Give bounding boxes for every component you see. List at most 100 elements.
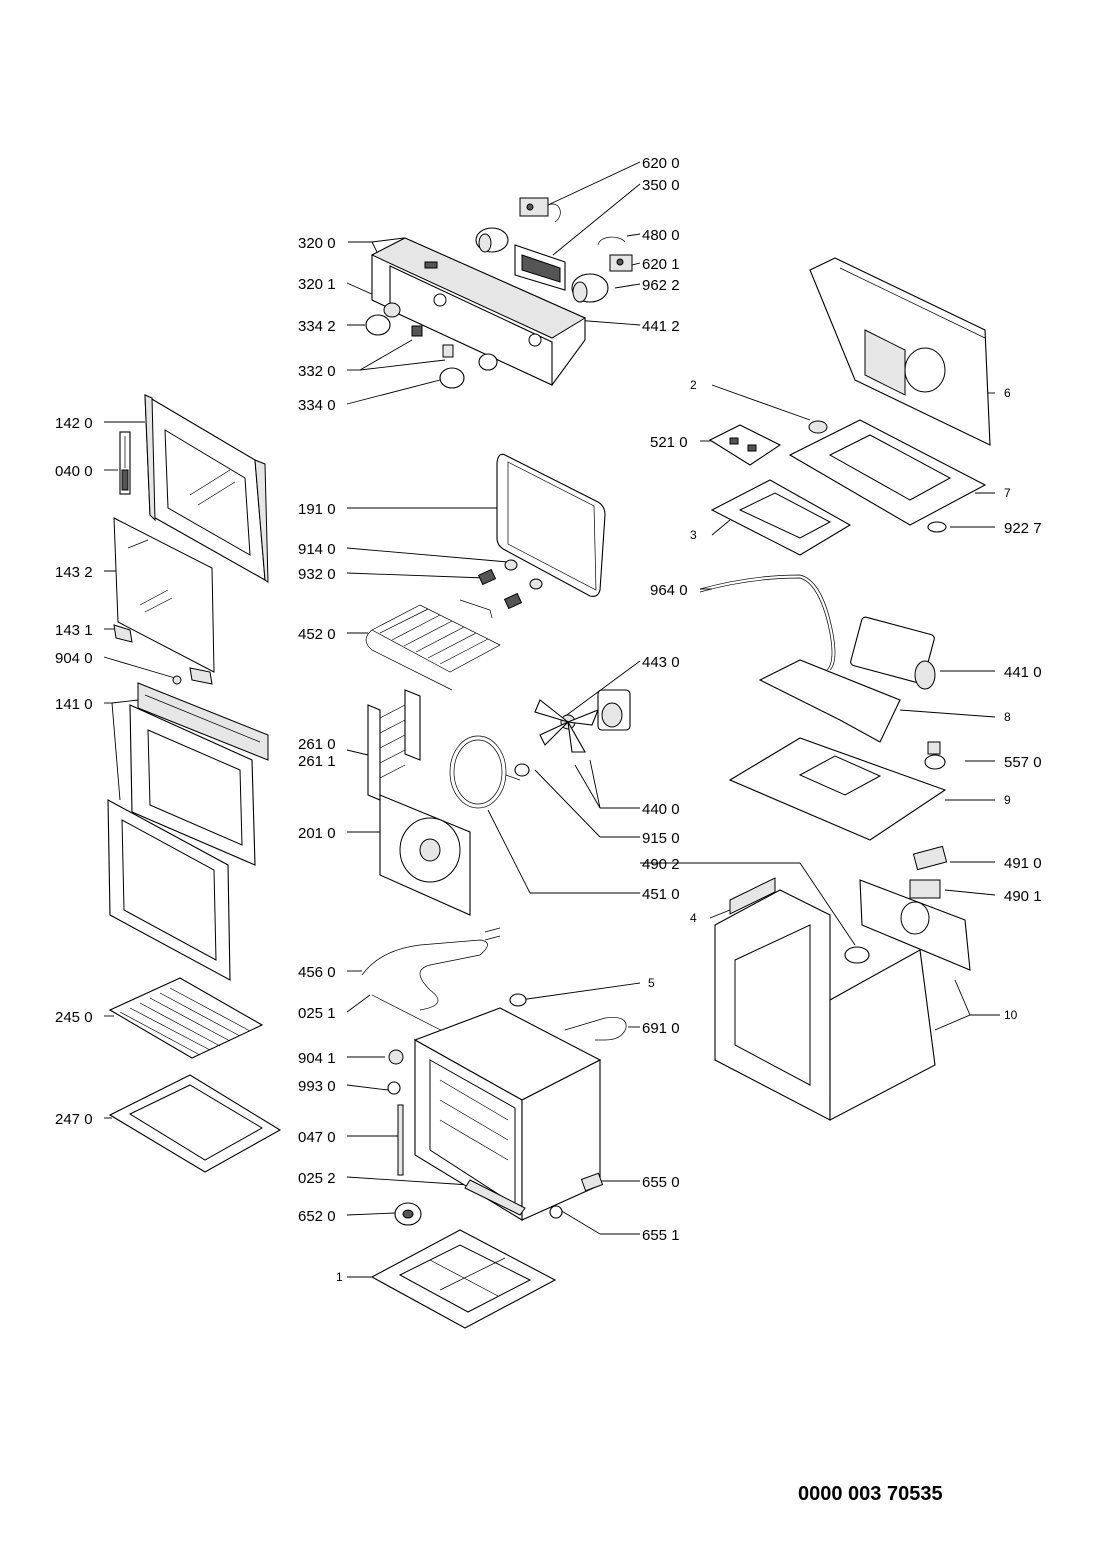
part-label: 962 2 [642,277,680,294]
part-label: 456 0 [298,964,336,981]
part-label: 141 0 [55,696,93,713]
part-label: 620 0 [642,155,680,172]
thermostat-655 [549,1172,604,1219]
part-label: 922 7 [1004,520,1042,537]
part-label: 2 [690,378,697,392]
part-label: 480 0 [642,227,680,244]
part-label: 993 0 [298,1078,336,1095]
part-label: 5 [648,976,655,990]
fan-motor-440 [597,689,631,731]
module-521 [708,424,782,466]
part-label: 1 [336,1270,343,1284]
support-plate-3 [710,479,852,556]
part-label: 964 0 [650,582,688,599]
glass-clip-1431 [113,624,213,685]
strip-025-2 [464,1179,526,1216]
part-label: 914 0 [298,541,336,558]
part-label: 143 2 [55,564,93,581]
part-label: 443 0 [642,654,680,671]
terminal-490-1 [909,879,941,899]
document-number: 0000 003 70535 [798,1483,943,1505]
part-label: 3 [690,528,697,542]
part-label: 441 2 [642,318,680,335]
part-label: 350 0 [642,177,680,194]
part-label: 334 2 [298,318,336,335]
part-label: 440 0 [642,801,680,818]
door-frame-142 [144,394,269,583]
part-label: 557 0 [1004,754,1042,771]
part-label: 334 0 [298,397,336,414]
part-label: 247 0 [55,1111,93,1128]
knob-holder-left [475,227,509,253]
part-label: 047 0 [298,1129,336,1146]
screw-9040 [172,675,182,685]
part-label: 245 0 [55,1009,93,1026]
selector-switch-620 [519,197,561,223]
part-label: 191 0 [298,501,336,518]
shelf-plate-9 [728,737,947,841]
top-plate-7 [788,419,987,526]
part-label: 142 0 [55,415,93,432]
tube-964 [699,574,836,671]
part-label: 441 0 [1004,664,1042,681]
part-label: 6 [1004,386,1011,400]
part-label: 915 0 [642,830,680,847]
module-491 [912,845,948,871]
part-label: 9 [1004,793,1011,807]
part-label: 261 1 [298,753,336,770]
grill-element-452 [365,599,501,691]
part-label: 904 1 [298,1050,336,1067]
door-outer-141 [107,682,269,981]
selector-switch-620-1 [609,254,633,272]
part-label: 4 [690,911,697,925]
cooling-fan-441 [850,616,936,690]
outer-casing-10 [714,879,971,1121]
part-labels: 620 0 350 0 320 0 480 0 620 1 320 1 962 … [55,155,1042,1284]
part-label: 320 1 [298,276,336,293]
part-label: 8 [1004,710,1011,724]
knob-5 [509,993,527,1007]
washer-922-7 [927,521,947,533]
part-label: 10 [1004,1008,1018,1022]
part-label: 620 1 [642,256,680,273]
part-label: 490 2 [642,856,680,873]
part-label: 691 0 [642,1020,680,1037]
control-panel-320 [370,237,587,386]
fan-nut-915 [514,763,530,777]
fan-cover-201 [379,794,471,916]
part-label: 025 1 [298,1005,336,1022]
inner-glass-143 [113,517,215,673]
door-hinge-040 [119,431,131,495]
part-label: 491 0 [1004,855,1042,872]
thermal-cutout-557 [924,741,946,770]
part-label: 932 0 [298,566,336,583]
lamp-490-2 [844,946,870,964]
strip-047 [397,1104,404,1176]
part-label: 201 0 [298,825,336,842]
part-label: 652 0 [298,1208,336,1225]
part-label: 040 0 [55,463,93,480]
duct-8 [758,659,901,743]
part-label: 452 0 [298,626,336,643]
wire-rack-245 [108,977,264,1059]
part-label: 655 0 [642,1174,680,1191]
part-label: 451 0 [642,886,680,903]
part-label: 7 [1004,486,1011,500]
bottom-element-456 [361,927,501,1011]
door-switch-652 [394,1202,422,1226]
part-label: 261 0 [298,736,336,753]
fan-blade-443 [534,699,599,753]
lamp-993 [387,1081,401,1095]
knob-holder-962 [571,273,609,303]
rear-panel-6 [809,257,991,446]
part-label: 332 0 [298,363,336,380]
part-label: 490 1 [1004,888,1042,905]
side-rails-261 [367,689,421,801]
wire-480 [597,236,626,246]
component-4 [729,877,776,915]
part-label: 320 0 [298,235,336,252]
door-seal-191 [496,453,606,597]
part-label: 655 1 [642,1227,680,1244]
part-label: 025 2 [298,1170,336,1187]
